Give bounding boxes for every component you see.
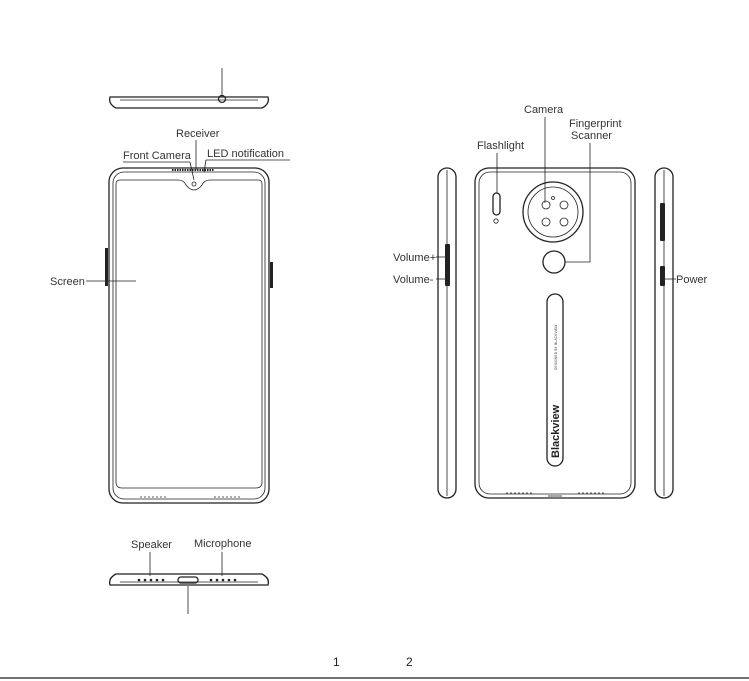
- blackview-logo: Blackview: [550, 404, 562, 458]
- left-side-view: Volume+ Volume-: [393, 168, 456, 498]
- volume-down-label: Volume-: [393, 274, 434, 286]
- front-view: Receiver Front Camera LED notification S…: [50, 128, 290, 503]
- power-key: [660, 266, 665, 286]
- back-view: Blackview DESIGNED BY BLACKVIEW Camera F…: [475, 104, 635, 498]
- page-number-2: 2: [406, 655, 413, 669]
- volume-up-label: Volume+: [393, 252, 436, 264]
- front-camera-label: Front Camera: [123, 150, 192, 162]
- front-power-key: [270, 262, 273, 288]
- camera-module-icon: [523, 182, 583, 242]
- bottom-edge-view: Speaker Microphone: [110, 538, 269, 614]
- front-camera-icon: [192, 182, 196, 186]
- led-notification-label: LED notification: [207, 148, 284, 160]
- flashlight-icon: [493, 193, 500, 215]
- right-side-key: [660, 203, 665, 241]
- speaker-grille-icon: [138, 579, 165, 582]
- top-edge-view: [110, 68, 269, 108]
- microphone-holes-icon: [210, 579, 237, 582]
- designed-by-text: DESIGNED BY BLACKVIEW: [554, 325, 558, 370]
- flashlight-label: Flashlight: [477, 140, 524, 152]
- fingerprint-label-line2: Scanner: [571, 130, 612, 142]
- screen-label: Screen: [50, 276, 85, 288]
- power-label: Power: [676, 274, 708, 286]
- receiver-label: Receiver: [176, 128, 220, 140]
- speaker-label: Speaker: [131, 539, 172, 551]
- microphone-label: Microphone: [194, 538, 251, 550]
- front-body-outline: [109, 168, 269, 503]
- camera-label: Camera: [524, 104, 564, 116]
- footer: 1 2: [0, 655, 749, 678]
- page-number-1: 1: [333, 655, 340, 669]
- fingerprint-label-line1: Fingerprint: [569, 118, 622, 130]
- volume-key: [445, 244, 450, 286]
- screen-area: [116, 180, 262, 488]
- front-volume-key: [105, 248, 108, 286]
- right-side-view: Power: [655, 168, 708, 498]
- fingerprint-sensor-icon: [543, 251, 565, 273]
